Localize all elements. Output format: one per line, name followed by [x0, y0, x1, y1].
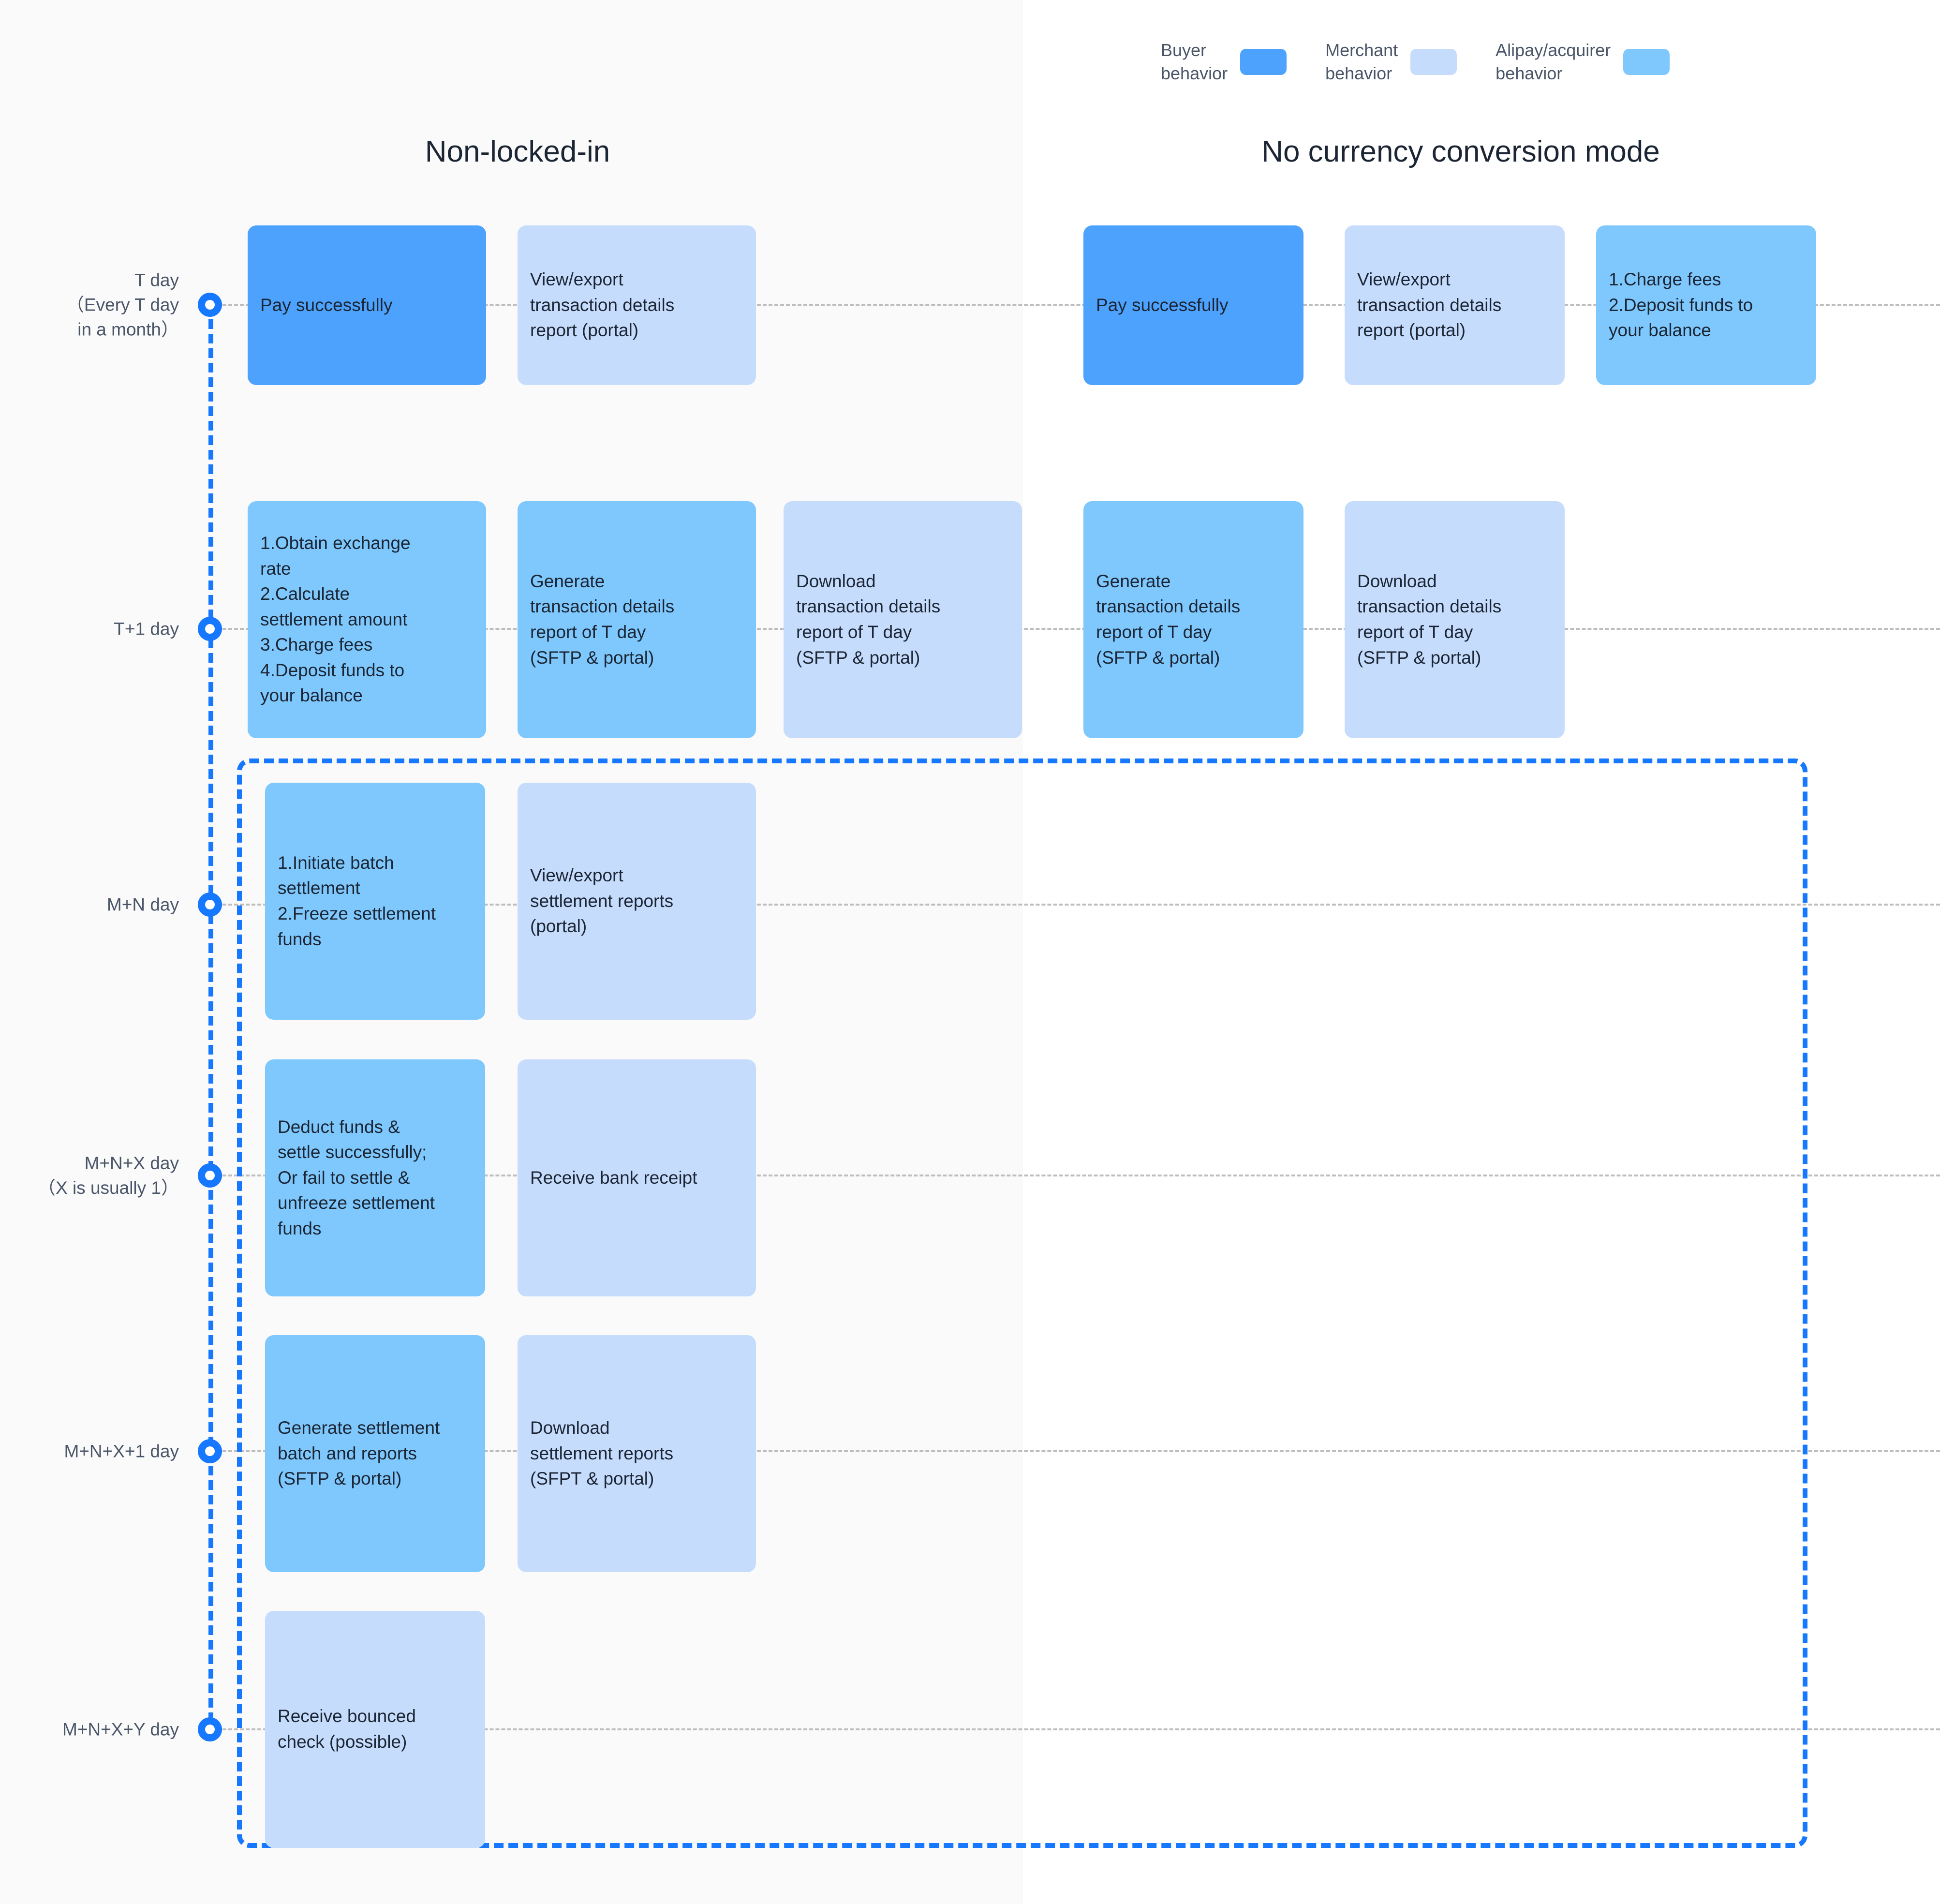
timeline-label-t1: T+1 day: [114, 619, 179, 639]
timeline-marker-mnx1[interactable]: [198, 1439, 222, 1463]
process-card-l-t1-2[interactable]: Generate transaction details report of T…: [518, 501, 756, 738]
legend-swatch-merchant: [1410, 48, 1457, 75]
process-card-l-t-2[interactable]: View/export transaction details report (…: [518, 225, 756, 385]
timeline-label-mnxy: M+N+X+Y day: [62, 1719, 179, 1740]
gridline-t1: [222, 628, 1940, 630]
timeline-axis-line: [208, 305, 213, 1737]
legend-label-buyer: Buyer behavior: [1161, 40, 1228, 83]
process-card-l-mn-1[interactable]: 1.Initiate batch settlement 2.Freeze set…: [265, 783, 485, 1020]
process-card-r-t-2[interactable]: View/export transaction details report (…: [1345, 225, 1565, 385]
gridline-mnxy: [222, 1728, 1940, 1730]
process-card-l-t-1[interactable]: Pay successfully: [248, 225, 486, 385]
legend-label-merchant: Merchant behavior: [1325, 40, 1398, 83]
process-card-r-t-1[interactable]: Pay successfully: [1083, 225, 1303, 385]
gridline-mnx1: [222, 1450, 1940, 1452]
process-card-l-mnx1-1[interactable]: Generate settlement batch and reports (S…: [265, 1335, 485, 1572]
process-card-l-mnxy-1[interactable]: Receive bounced check (possible): [265, 1611, 485, 1848]
legend-item-merchant: Merchant behavior: [1325, 39, 1496, 85]
legend-swatch-buyer: [1240, 48, 1287, 75]
right-section-title: No currency conversion mode: [1261, 135, 1660, 168]
gridline-mn: [222, 904, 1940, 906]
process-card-l-mnx-2[interactable]: Receive bank receipt: [518, 1059, 756, 1296]
legend-swatch-alipay-acquirer: [1623, 48, 1670, 75]
process-card-r-t1-2[interactable]: Download transaction details report of T…: [1345, 501, 1565, 738]
settlement-group-container: [237, 759, 1807, 1848]
left-section-title: Non-locked-in: [425, 135, 610, 168]
process-card-l-t1-3[interactable]: Download transaction details report of T…: [784, 501, 1022, 738]
process-card-r-t1-1[interactable]: Generate transaction details report of T…: [1083, 501, 1303, 738]
process-card-r-t-3[interactable]: 1.Charge fees 2.Deposit funds to your ba…: [1596, 225, 1816, 385]
timeline-marker-t[interactable]: [198, 293, 222, 317]
process-card-l-mnx-1[interactable]: Deduct funds & settle successfully; Or f…: [265, 1059, 485, 1296]
timeline-marker-mnxy[interactable]: [198, 1717, 222, 1741]
process-card-l-t1-1[interactable]: 1.Obtain exchange rate 2.Calculate settl…: [248, 501, 486, 738]
gridline-t: [222, 304, 1940, 306]
timeline-marker-t1[interactable]: [198, 617, 222, 641]
left-section-background: [0, 0, 1023, 1904]
timeline-label-mnx1: M+N+X+1 day: [64, 1441, 179, 1461]
process-card-l-mnx1-2[interactable]: Download settlement reports (SFPT & port…: [518, 1335, 756, 1572]
legend-label-alipay-acquirer: Alipay/acquirer behavior: [1496, 40, 1611, 83]
timeline-marker-mn[interactable]: [198, 892, 222, 917]
gridline-mnx: [222, 1175, 1940, 1176]
timeline-label-mnx: M+N+X day （X is usually 1）: [38, 1153, 179, 1198]
timeline-marker-mnx[interactable]: [198, 1163, 222, 1188]
process-card-l-mn-2[interactable]: View/export settlement reports (portal): [518, 783, 756, 1020]
legend-item-alipay-acquirer: Alipay/acquirer behavior: [1496, 39, 1670, 85]
timeline-label-t: T day （Every T day in a month）: [66, 270, 179, 340]
legend: Buyer behavior Merchant behavior Alipay/ac…: [1161, 39, 1670, 85]
timeline-label-mn: M+N day: [106, 894, 179, 915]
legend-item-buyer: Buyer behavior: [1161, 39, 1325, 85]
